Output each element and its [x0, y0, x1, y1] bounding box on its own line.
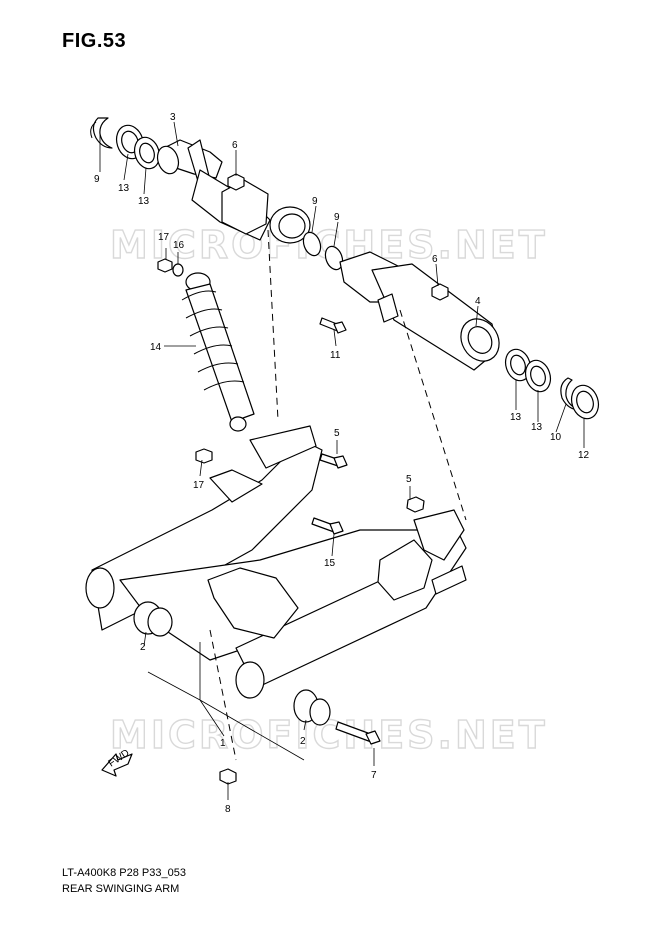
- callout-14: 14: [150, 342, 162, 353]
- shock-nut-upper: [157, 258, 173, 273]
- washer: [172, 263, 184, 277]
- bolt-lower: [406, 496, 425, 513]
- callout-8: 8: [225, 804, 231, 815]
- nut-right: [431, 283, 449, 301]
- callout-13-left-inner: 13: [138, 196, 150, 207]
- callout-5-lower: 5: [406, 474, 412, 485]
- bolt-upper: [319, 453, 348, 469]
- callout-13-left-outer: 13: [118, 183, 130, 194]
- bushing-right: [293, 689, 331, 726]
- shock-bolt: [311, 517, 344, 535]
- callout-3: 3: [170, 112, 176, 123]
- callout-6-left: 6: [232, 140, 238, 151]
- o-ring-right: [324, 245, 344, 271]
- callout-15: 15: [324, 558, 336, 569]
- pivot-nut: [219, 768, 237, 785]
- callout-4: 4: [475, 296, 481, 307]
- figure-name: REAR SWINGING ARM: [62, 883, 180, 895]
- callout-12-left: 9: [94, 174, 100, 185]
- bearing-right-outer: [524, 359, 552, 393]
- dust-seal-right: [570, 384, 600, 420]
- pivot-bolt: [335, 721, 381, 745]
- shock-nut-lower: [195, 448, 213, 464]
- callout-13-right-inner: 13: [510, 412, 522, 423]
- nut-left: [227, 173, 245, 191]
- bushing-left: [133, 601, 173, 637]
- callout-2-left: 2: [140, 642, 146, 653]
- callout-10: 12: [578, 450, 590, 461]
- housing-bolt: [319, 317, 347, 334]
- bearing-left-inner: [133, 136, 161, 170]
- callout-9-right: 9: [334, 212, 340, 223]
- watermark-lower: MICROFICHES.NET: [110, 713, 548, 757]
- pivot-housing-right: [339, 251, 500, 371]
- callout-17-lower: 17: [193, 480, 205, 491]
- swing-arm: [85, 425, 467, 699]
- callout-13-right-outer: 13: [531, 422, 543, 433]
- callout-17-upper: 17: [158, 232, 170, 243]
- callout-7: 7: [371, 770, 377, 781]
- circlip-left: [90, 117, 113, 149]
- figure-title: FIG.53: [62, 30, 127, 52]
- pivot-housing-left: [156, 139, 311, 244]
- callout-12-right: 10: [550, 432, 562, 443]
- callout-2-right: 2: [300, 736, 306, 747]
- figure-code: LT-A400K8 P28 P33_053: [62, 867, 186, 879]
- callout-11: 11: [330, 350, 341, 361]
- callout-5-upper: 5: [334, 428, 340, 439]
- callout-1: 1: [220, 738, 226, 749]
- callout-6-right: 6: [432, 254, 438, 265]
- callout-16: 16: [173, 240, 185, 251]
- bearing-right-inner: [504, 348, 532, 382]
- o-ring-left: [302, 231, 322, 257]
- callout-9-left: 9: [312, 196, 318, 207]
- shock-absorber: [181, 272, 255, 432]
